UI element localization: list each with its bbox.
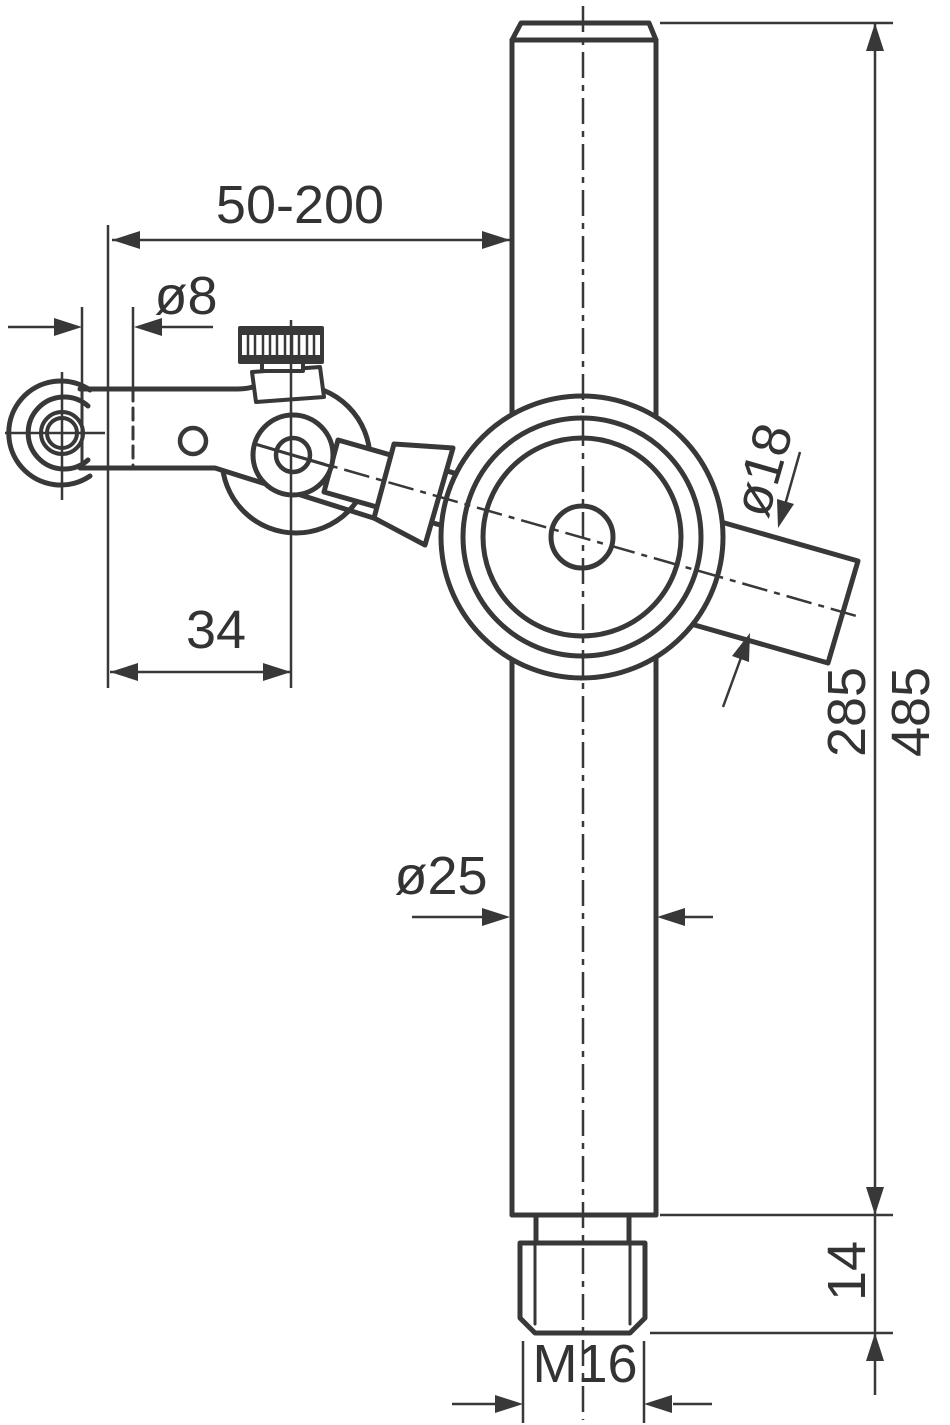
threaded-stud [517, 1212, 648, 1336]
swivel-joint [250, 412, 336, 498]
dim-label-column-diameter: ø25 [394, 846, 488, 906]
dim-label-arm-offset: 34 [185, 600, 247, 660]
dim-label-reach: 50-200 [215, 175, 385, 235]
collet-nut [371, 441, 456, 548]
dim-label-probe-diameter: ø8 [154, 266, 218, 326]
dim-label-height-long: 485 [881, 666, 941, 758]
dim-rod-diameter [721, 451, 802, 708]
dim-label-height-short: 285 [817, 666, 877, 758]
dim-probe-diameter [8, 307, 213, 389]
dim-reach [106, 225, 510, 688]
dim-heights [650, 21, 893, 1395]
dim-label-thread-length: 14 [817, 1240, 877, 1302]
dim-thread [452, 1341, 712, 1423]
rod-centerline [299, 455, 861, 619]
arm-hole [177, 425, 209, 457]
dim-label-thread: M16 [532, 1334, 638, 1394]
dim-column-diameter [412, 908, 713, 926]
centerlines [5, 6, 861, 1420]
knurled-thumb-screw [238, 326, 326, 404]
dim-arm-offset [110, 320, 293, 688]
